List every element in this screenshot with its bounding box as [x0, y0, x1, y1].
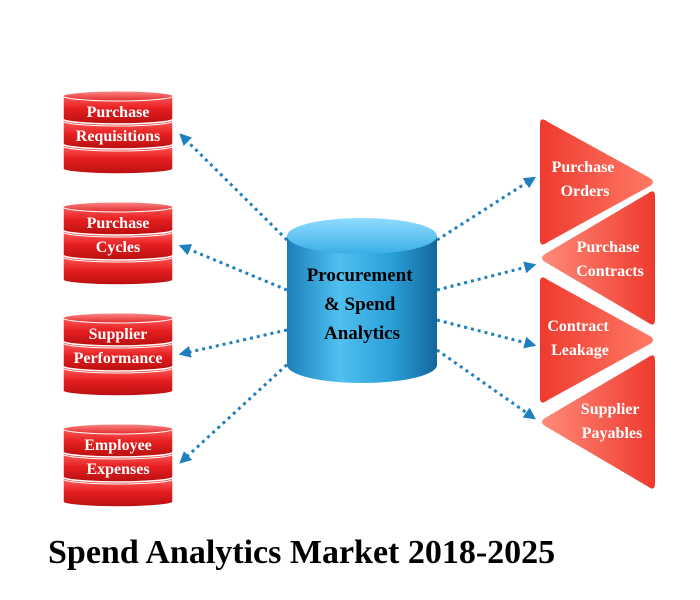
arrow-to-employee-expenses — [179, 358, 294, 464]
arrow-to-contract-leakage — [436, 318, 537, 349]
arrow-to-supplier-payables — [436, 348, 536, 420]
arrow-to-purchase-cycles — [178, 244, 288, 292]
source-employee-expenses-segment — [62, 453, 174, 483]
source-supplier-performance-segment — [62, 342, 174, 372]
source-supplier-performance-segment — [62, 317, 174, 347]
output-contract-leakage-label: Contract Leakage — [547, 318, 612, 359]
source-purchase-requisitions-segment — [62, 145, 174, 175]
output-purchase-contracts-label: Purchase Contracts — [576, 239, 644, 280]
output-contract-leakage-shape — [540, 277, 653, 403]
output-supplier-payables-shape — [542, 355, 655, 489]
page-title: Spend Analytics Market 2018-2025 — [48, 534, 556, 571]
source-employee-expenses-segment-top — [62, 423, 174, 435]
source-employee-expenses-segment — [62, 478, 174, 508]
hub-label-line-2: & Spend — [324, 294, 396, 315]
source-employee-expenses-segment — [62, 428, 174, 458]
source-purchase-cycles-segment — [62, 256, 174, 286]
connector-arrows — [178, 133, 537, 464]
source-supplier-performance-segment-top — [62, 312, 174, 324]
hub-label-line-1: Procurement — [307, 265, 414, 286]
source-purchase-cycles-segment — [62, 206, 174, 236]
hub-cylinder-body — [287, 236, 437, 383]
arrow-to-purchase-orders — [436, 176, 537, 242]
arrow-to-purchase-contracts — [436, 261, 537, 292]
arrow-to-supplier-performance — [178, 328, 288, 358]
source-purchase-requisitions-segment — [62, 95, 174, 125]
arrow-to-purchase-requisitions — [179, 133, 289, 242]
output-purchase-orders-shape — [540, 119, 653, 245]
hub-cylinder: Procurement & Spend Analytics — [287, 218, 437, 383]
source-purchase-cycles-segment-top — [62, 201, 174, 213]
hub-label: Procurement & Spend Analytics — [307, 265, 418, 344]
output-triangles: Purchase Orders Purchase Contracts Contr… — [540, 119, 655, 489]
hub-label-line-3: Analytics — [324, 323, 400, 344]
source-supplier-performance-segment — [62, 367, 174, 397]
output-purchase-contracts-shape — [542, 191, 655, 325]
source-purchase-requisitions-segment — [62, 120, 174, 150]
hub-cylinder-top — [287, 218, 437, 254]
source-purchase-cycles-segment — [62, 231, 174, 261]
output-supplier-payables-label: Supplier Payables — [581, 401, 643, 442]
output-purchase-orders-label: Purchase Orders — [552, 159, 619, 200]
source-purchase-requisitions-segment-top — [62, 90, 174, 102]
